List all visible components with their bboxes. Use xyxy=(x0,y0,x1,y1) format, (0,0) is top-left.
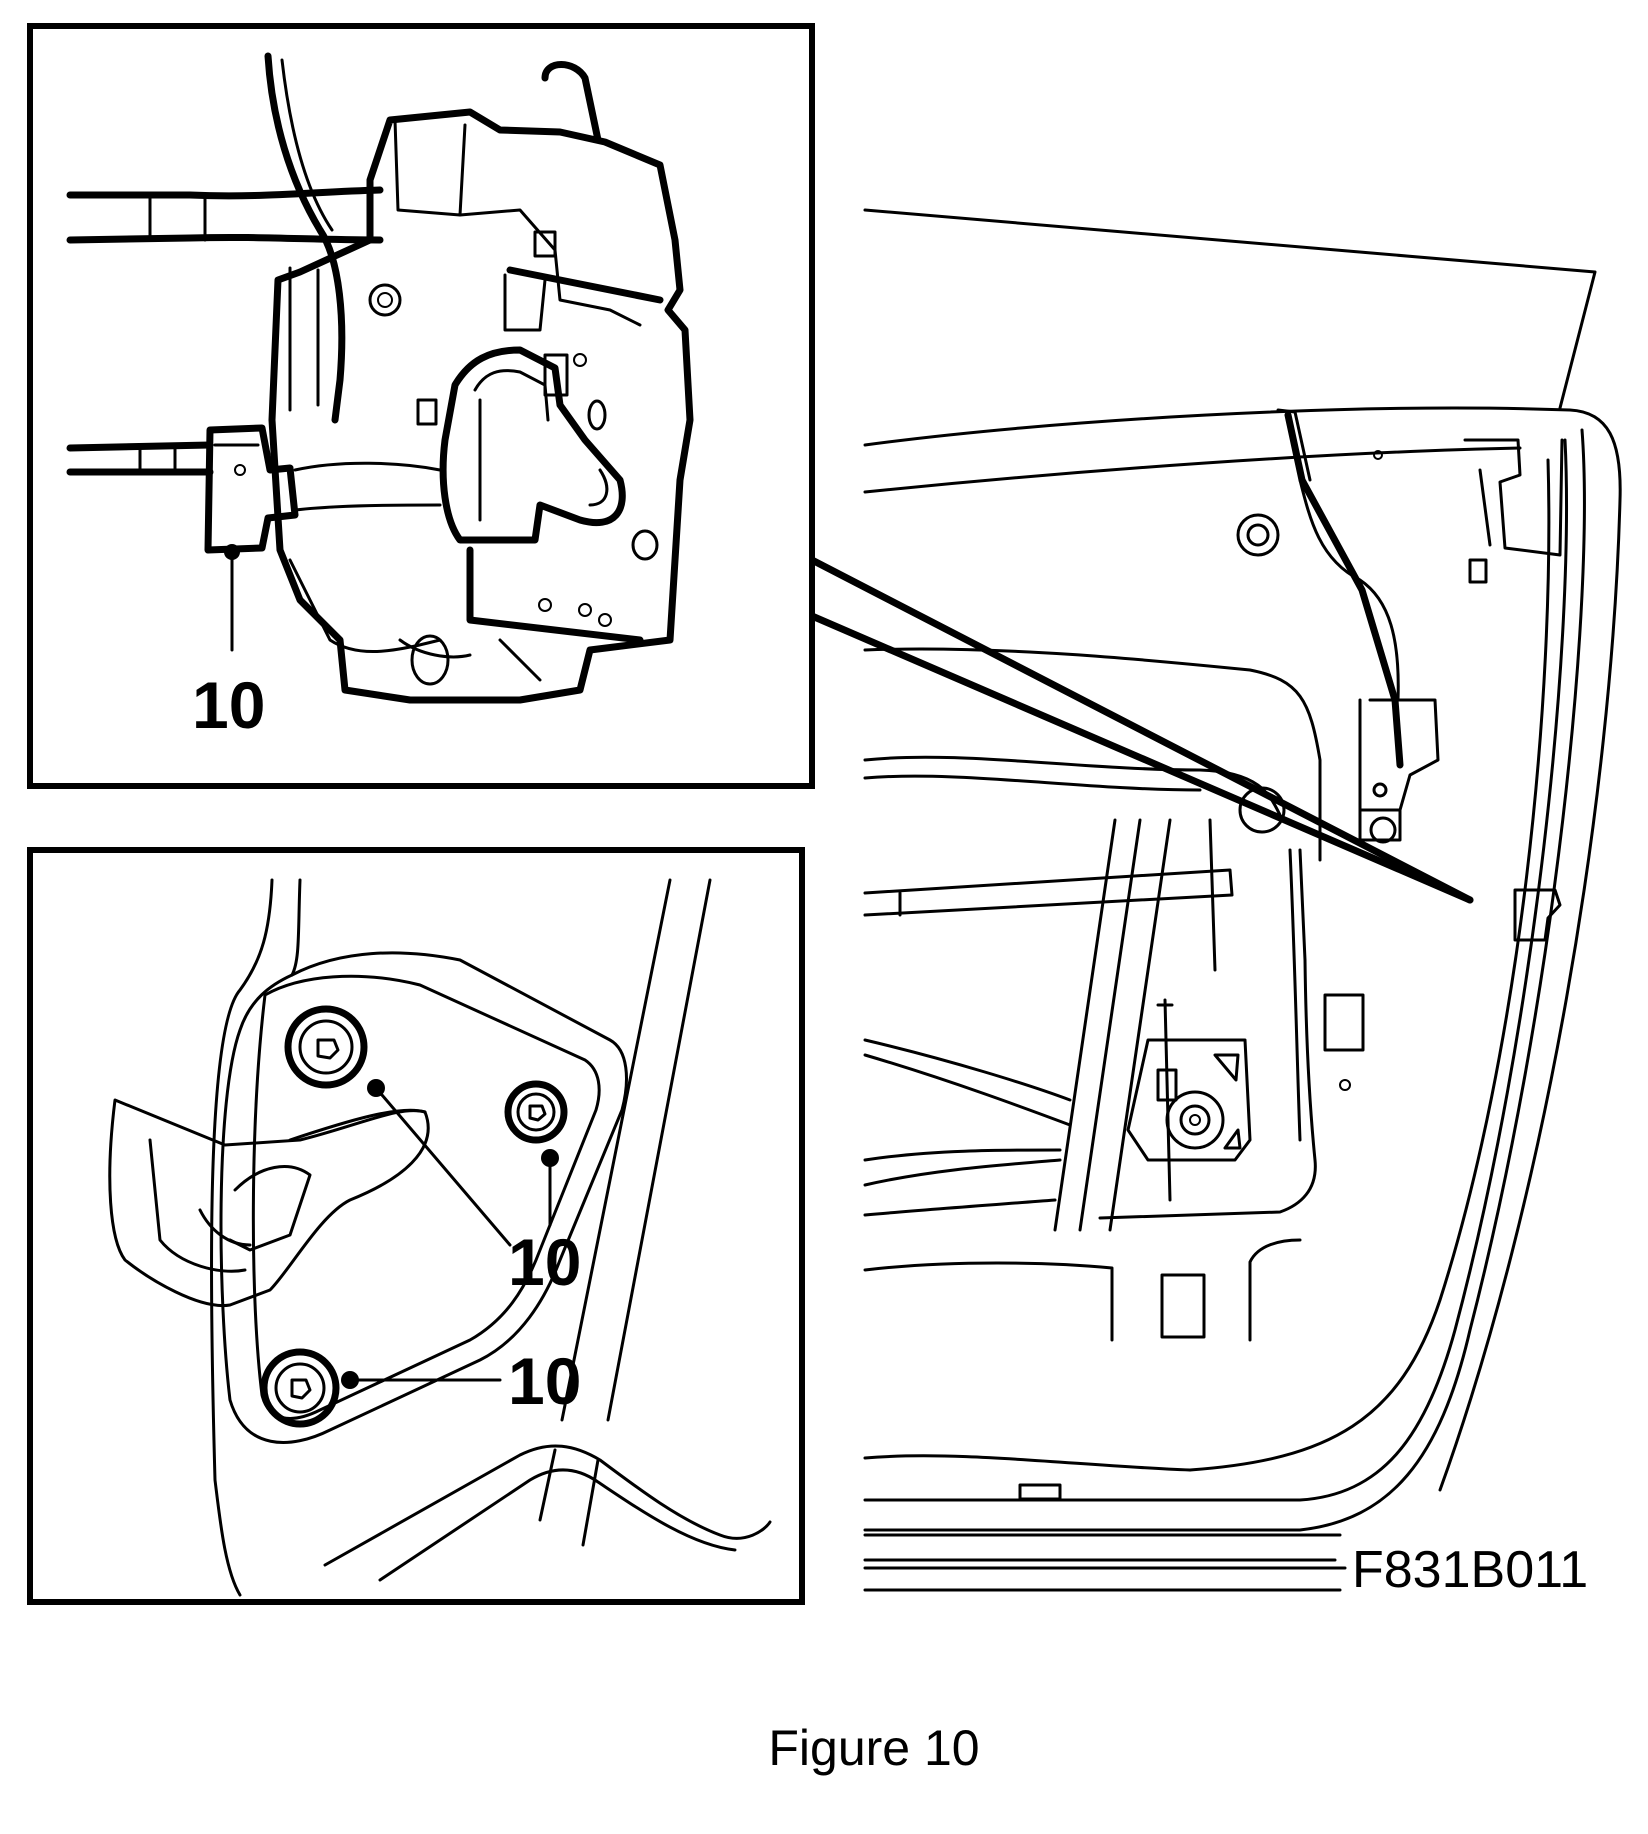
figure-caption: Figure 10 xyxy=(768,1720,979,1776)
window-regulator-motor xyxy=(1126,998,1252,1202)
lock-unit-inset-frame xyxy=(27,23,815,789)
mounting-bolts-inset-frame xyxy=(27,847,805,1605)
door-panel-overview xyxy=(808,208,1622,1592)
callout-10-lock-connector: 10 xyxy=(192,668,265,742)
lock-unit-inset xyxy=(27,23,815,789)
mounting-bolt-lower xyxy=(260,1348,340,1428)
callout-10-lower-bolt: 10 xyxy=(508,1344,581,1418)
mounting-bolt-upper-right xyxy=(504,1080,568,1144)
mounting-bolts-inset xyxy=(27,847,805,1605)
callout-10-upper-bolts: 10 xyxy=(508,1225,581,1299)
mounting-bolt-upper-left xyxy=(284,1005,368,1089)
reference-code: F831B011 xyxy=(1352,1541,1588,1599)
